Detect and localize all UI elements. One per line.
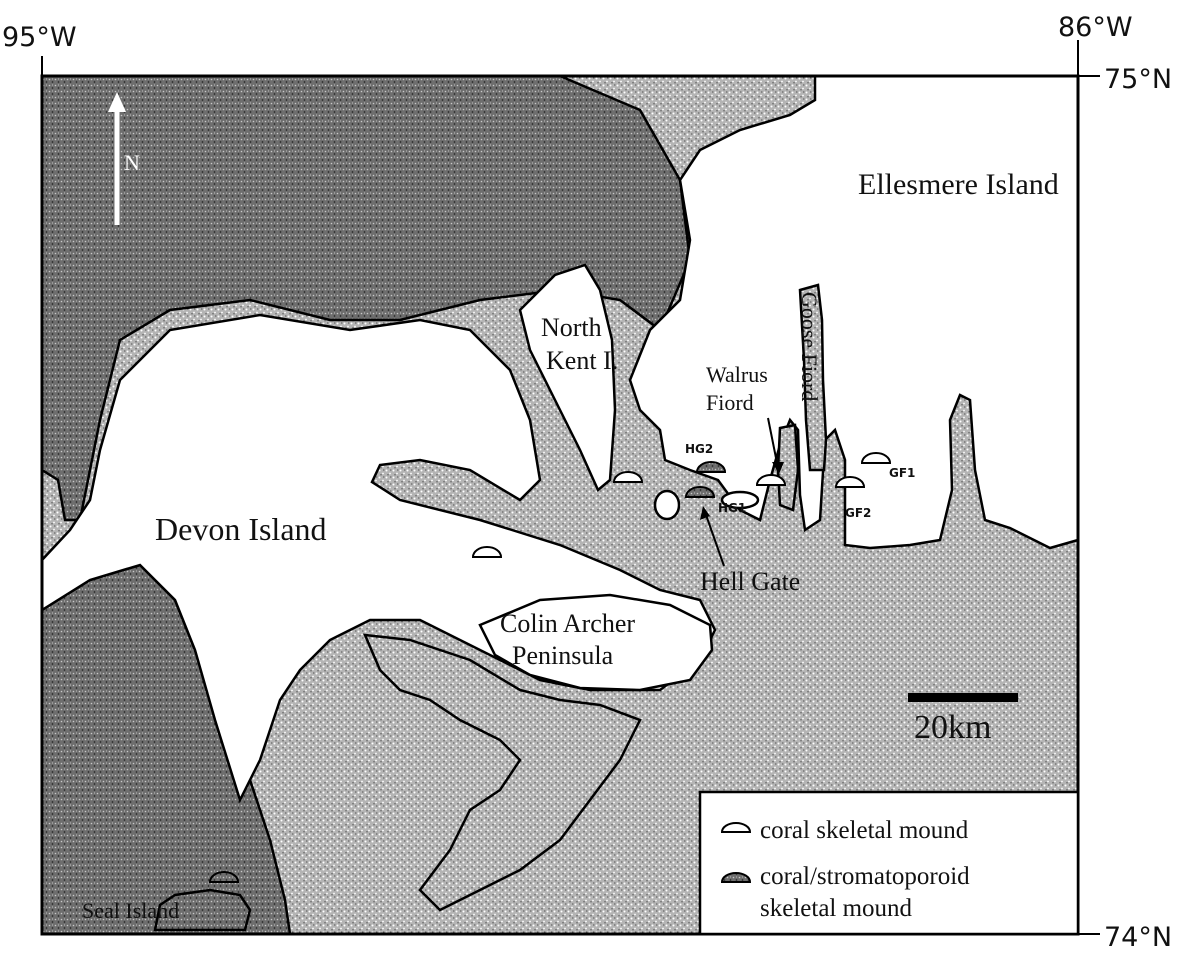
label-74n: 74°N (1104, 922, 1172, 953)
colin-archer-peninsula (478, 593, 714, 692)
label-north-kent-line1: North (541, 313, 602, 342)
goose-fiord (798, 283, 828, 472)
label-gf1: GF1 (889, 466, 915, 480)
svg-text:N: N (124, 150, 140, 175)
label-goose-fiord: Goose Fiord (797, 292, 822, 401)
walrus-arrowhead (772, 462, 784, 474)
label-colin-archer-line2: Peninsula (512, 641, 614, 670)
scale-label: 20km (914, 709, 991, 746)
coral-mound-icon-devon (471, 546, 503, 558)
stroma-mound-icon-hg1 (684, 486, 716, 498)
stroma-mound-icon-hg2 (695, 461, 727, 473)
label-75n: 75°N (1104, 64, 1172, 95)
islet-hell-gate (653, 489, 681, 521)
label-ellesmere-island: Ellesmere Island (858, 168, 1059, 201)
legend-stroma-icon (720, 872, 752, 883)
north-arrow-icon: N (108, 92, 140, 225)
ellesmere-island (628, 74, 1080, 550)
map-border (40, 74, 1080, 936)
coral-mound-icon-gf2 (834, 476, 866, 488)
coral-mound-icon-gf1 (860, 452, 892, 464)
islet-small (720, 490, 760, 510)
label-north-kent-line2: Kent I. (546, 346, 618, 375)
label-walrus-line2: Fiord (706, 390, 754, 415)
seal-island (153, 888, 252, 932)
southern-inlet (363, 633, 642, 912)
legend-coral-label: coral skeletal mound (760, 817, 969, 844)
label-devon-island: Devon Island (155, 511, 327, 547)
hell-gate-arrowhead (700, 506, 710, 520)
legend-stroma-label-line1: coral/stromatoporoid (760, 863, 970, 890)
label-hg1: HG1 (718, 501, 746, 515)
legend-coral-icon (720, 822, 752, 833)
scale-bar (908, 693, 1018, 702)
label-hell-gate: Hell Gate (700, 567, 800, 596)
label-gf2: GF2 (845, 506, 871, 520)
label-walrus-line1: Walrus (706, 362, 768, 387)
hell-gate-arrow (704, 511, 725, 567)
walrus-arrow (767, 417, 779, 469)
north-kent-island (518, 263, 617, 493)
label-seal-island: Seal Island (82, 898, 179, 923)
label-colin-archer-line1: Colin Archer (500, 609, 635, 638)
coral-mound-icon-walrus (755, 474, 787, 486)
legend-stroma-label-line2: skeletal mound (760, 895, 913, 922)
label-95w: 95°W (2, 22, 77, 53)
label-86w: 86°W (1058, 12, 1133, 43)
coral-mound-icon (612, 471, 644, 483)
stroma-mound-icon-seal (208, 871, 240, 883)
legend-box (698, 790, 1080, 936)
label-hg2: HG2 (685, 442, 713, 456)
